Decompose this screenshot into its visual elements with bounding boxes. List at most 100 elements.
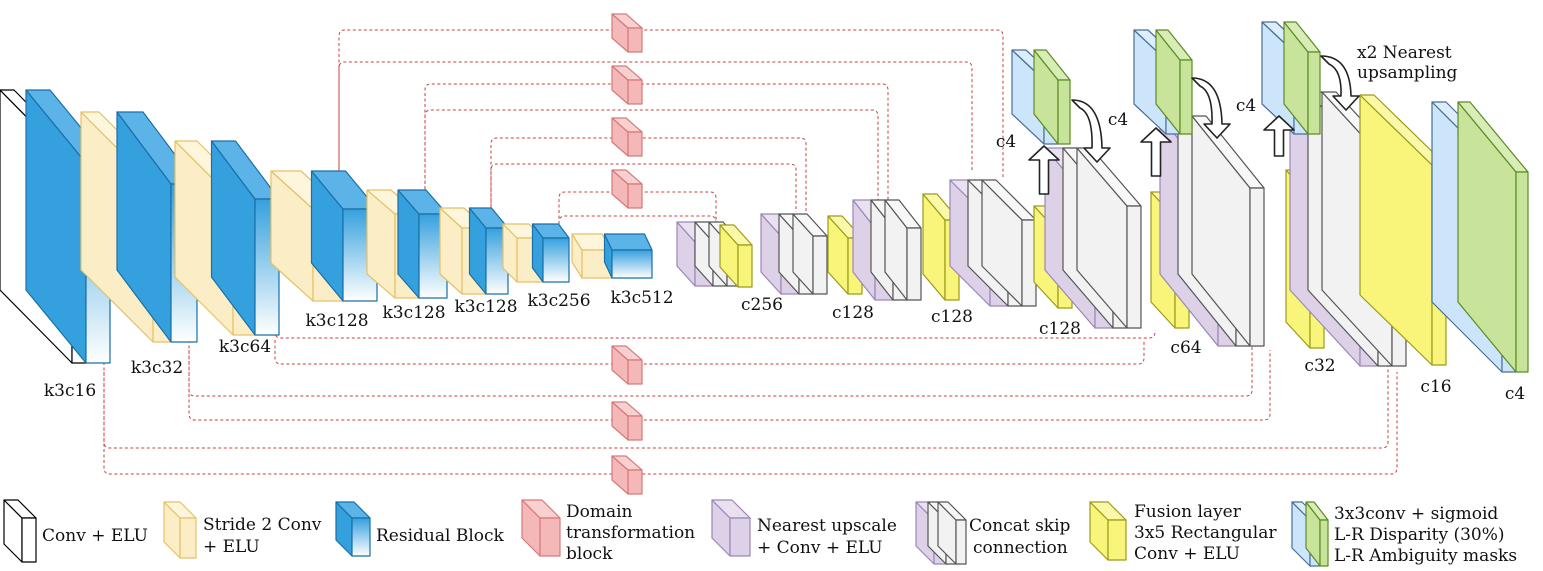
- fusion-block: [719, 224, 753, 288]
- residual-block-top: [603, 233, 653, 251]
- legend-stride-icon: [163, 501, 197, 559]
- legend-fusion-label: Conv + ELU: [1134, 544, 1240, 564]
- legend-domain-icon-front: [539, 517, 561, 557]
- residual-block-front: [611, 249, 653, 279]
- legend-icons: [3, 499, 1329, 567]
- domain-transform-block-front: [627, 359, 643, 385]
- domain-transform-block-front: [627, 131, 643, 157]
- legend-upscale-label: + Conv + ELU: [757, 538, 883, 558]
- side-output-label: c4: [996, 132, 1016, 152]
- concat-block: [981, 179, 1037, 307]
- skip-connection-line: [490, 163, 797, 212]
- encoder-label: k3c128: [382, 303, 445, 323]
- legend-output-label: L-R Ambiguity masks: [1334, 546, 1517, 566]
- legend-upscale-icon-front: [729, 517, 751, 557]
- legend-residual-icon-front: [351, 517, 371, 557]
- concat-block-front: [812, 235, 828, 295]
- domain-transform-block: [611, 345, 643, 385]
- legend-domain-icon: [521, 499, 561, 557]
- side-output-mask-block-front: [1179, 59, 1193, 135]
- domain-transform-block-front: [627, 415, 643, 441]
- decoder-label: c64: [1170, 338, 1201, 358]
- concat-block: [1191, 115, 1265, 347]
- skip-connection-line: [558, 191, 717, 224]
- legend-stride-label: + ELU: [203, 537, 260, 557]
- domain-transform-block-front: [627, 27, 643, 53]
- skip-connection-line: [490, 137, 807, 214]
- legend-conv-icon: [3, 499, 37, 563]
- legend-fusion-icon: [1089, 501, 1127, 561]
- legend-stride-label: Stride 2 Conv: [203, 515, 322, 535]
- skip-connection-line: [188, 340, 1253, 397]
- layer-blocks: [0, 13, 1529, 495]
- domain-transform-block: [611, 13, 643, 53]
- decoder-label: c128: [931, 307, 973, 327]
- skip-connection-line: [338, 29, 1004, 178]
- decoder-label: c256: [741, 295, 783, 315]
- decoder-label: c32: [1304, 356, 1335, 376]
- upsampling-arrow: [1071, 99, 1111, 163]
- residual-block: [531, 223, 570, 283]
- skip-connection-line: [103, 372, 1398, 475]
- encoder-label: k3c128: [305, 311, 368, 331]
- encoder-labels: k3c16 k3c32 k3c64 k3c128 k3c128 k3c128 k…: [44, 288, 674, 401]
- domain-transform-block: [611, 455, 643, 495]
- legend-concat-icon-3-front: [955, 519, 967, 565]
- fusion-block-front: [737, 244, 753, 288]
- upsample-note-line: upsampling: [1357, 63, 1458, 83]
- residual-block: [603, 233, 653, 279]
- encoder-label: k3c32: [131, 358, 183, 378]
- legend-output-icon-green-front: [1319, 519, 1329, 567]
- concat-block: [1076, 147, 1142, 329]
- upsample-note-line: x2 Nearest: [1357, 43, 1452, 63]
- legend-residual-icon: [335, 501, 371, 557]
- skip-connection-line: [274, 330, 1156, 339]
- encoder-label: k3c16: [44, 381, 96, 401]
- legend-output-label: L-R Disparity (30%): [1334, 525, 1505, 545]
- upsampling-arrow: [1191, 77, 1231, 139]
- skip-connection-line: [188, 350, 1271, 421]
- skip-connection-line: [274, 340, 1145, 365]
- domain-transform-block-front: [627, 79, 643, 105]
- encoder-label: k3c64: [219, 337, 271, 357]
- legend-output-icon-green: [1305, 501, 1329, 567]
- residual-block: [468, 207, 509, 295]
- concat-block: [884, 199, 922, 301]
- legend-upscale-label: Nearest upscale: [757, 516, 897, 536]
- legend-domain-label: transformation: [566, 523, 695, 543]
- encoder-label: k3c512: [610, 288, 673, 308]
- fusion-block: [827, 215, 863, 295]
- upsampling-arrow: [1320, 55, 1360, 111]
- output-mask-block: [1457, 101, 1529, 373]
- legend-fusion-label: Fusion layer: [1134, 502, 1242, 522]
- skip-connection-line: [558, 215, 717, 224]
- up-arrow: [1140, 127, 1172, 177]
- concat-block-front: [906, 227, 922, 301]
- legend-fusion-icon-front: [1107, 519, 1127, 561]
- domain-transform-block: [611, 117, 643, 157]
- side-output-mask-block: [1283, 21, 1321, 135]
- legend-fusion-label: 3x5 Rectangular: [1134, 523, 1277, 543]
- output-mask-block-front: [1515, 171, 1529, 373]
- decoder-label: c128: [832, 303, 874, 323]
- domain-transform-block: [611, 169, 643, 209]
- encoder-label: k3c128: [454, 297, 517, 317]
- encoder-label: k3c256: [527, 291, 590, 311]
- legend-concat-icon-3: [937, 501, 967, 565]
- side-output-mask-block: [1033, 49, 1071, 145]
- domain-transform-block: [611, 65, 643, 105]
- legend-output-label: 3x3conv + sigmoid: [1334, 504, 1498, 524]
- legend-upscale-icon: [711, 499, 751, 557]
- decoder-label: c4: [1505, 384, 1525, 404]
- legend-conv-icon-front: [21, 517, 37, 563]
- skip-connection-line: [338, 61, 973, 170]
- side-output-mask-block-front: [1307, 51, 1321, 135]
- upsampling-arrows: [1028, 55, 1360, 195]
- residual-block: [210, 140, 280, 336]
- concat-block-front: [1249, 187, 1265, 347]
- side-output-mask-block-front: [1057, 79, 1071, 145]
- up-arrow: [1028, 145, 1060, 195]
- decoder-label: c16: [1420, 377, 1451, 397]
- domain-transform-block: [611, 401, 643, 441]
- legend-stride-icon-front: [179, 517, 197, 559]
